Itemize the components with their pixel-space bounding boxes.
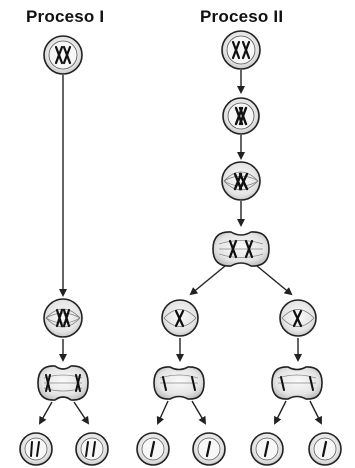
process-2-branch xyxy=(137,31,341,465)
arrow-process-2-lr xyxy=(192,401,205,423)
process-1-daughter-cell-left xyxy=(20,433,52,465)
process-2-cell-anaphase-1 xyxy=(213,232,269,266)
arrow-process-2-ll xyxy=(158,401,168,423)
arrow-process-2-rl xyxy=(275,401,286,423)
process-2-cell-prophase-1 xyxy=(223,98,259,134)
process-2-cell-metaphase-2-right xyxy=(280,300,316,336)
process-2-gamete-3 xyxy=(251,433,283,465)
process-2-cell-interphase xyxy=(222,31,260,69)
process-2-gamete-2 xyxy=(193,433,225,465)
arrow-process-2-right xyxy=(257,266,291,294)
arrow-process-2-left xyxy=(191,266,225,294)
arrow-process-2-rr xyxy=(310,401,321,423)
process-2-gamete-1 xyxy=(137,433,169,465)
arrow-process-1-left xyxy=(40,402,52,423)
process-1-branch xyxy=(20,36,108,465)
process-1-cell-metaphase xyxy=(44,299,82,337)
process-2-gamete-4 xyxy=(309,433,341,465)
process-2-cell-metaphase-1 xyxy=(222,162,260,200)
process-2-cell-telophase-2-right xyxy=(272,367,322,399)
process-2-cell-telophase-2-left xyxy=(154,367,204,399)
process-1-cell-prophase xyxy=(44,36,82,74)
process-1-daughter-cell-right xyxy=(76,433,108,465)
arrow-process-1-right xyxy=(74,402,88,423)
process-1-cell-telophase xyxy=(38,366,88,400)
process-2-cell-metaphase-2-left xyxy=(162,300,198,336)
